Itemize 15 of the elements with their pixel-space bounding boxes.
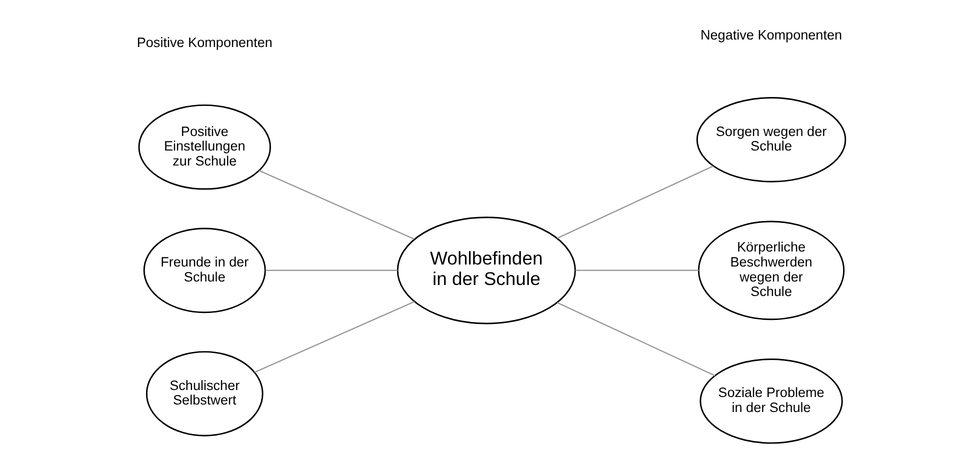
node-ellipse: Positive Einstellungen zur Schule [138,104,271,190]
node-ellipse: Soziale Probleme in der Schule [699,358,842,444]
connector [574,269,698,271]
node-ellipse: Körperliche Beschwerden wegen der Schule [697,220,844,320]
connector [556,164,713,238]
label: Negative Komponenten [700,27,842,42]
node-ellipse: Freunde in der Schule [142,227,266,313]
connector [264,269,398,271]
connector [556,302,715,376]
label: Positive Komponenten [136,34,272,50]
node-ellipse: Sorgen wegen der Schule [696,96,846,182]
connector [258,170,414,240]
node-ellipse: Schulischer Selbstwert [145,350,263,436]
connector [254,300,414,372]
node-ellipse: Wohlbefinden in der Schule [396,216,576,324]
